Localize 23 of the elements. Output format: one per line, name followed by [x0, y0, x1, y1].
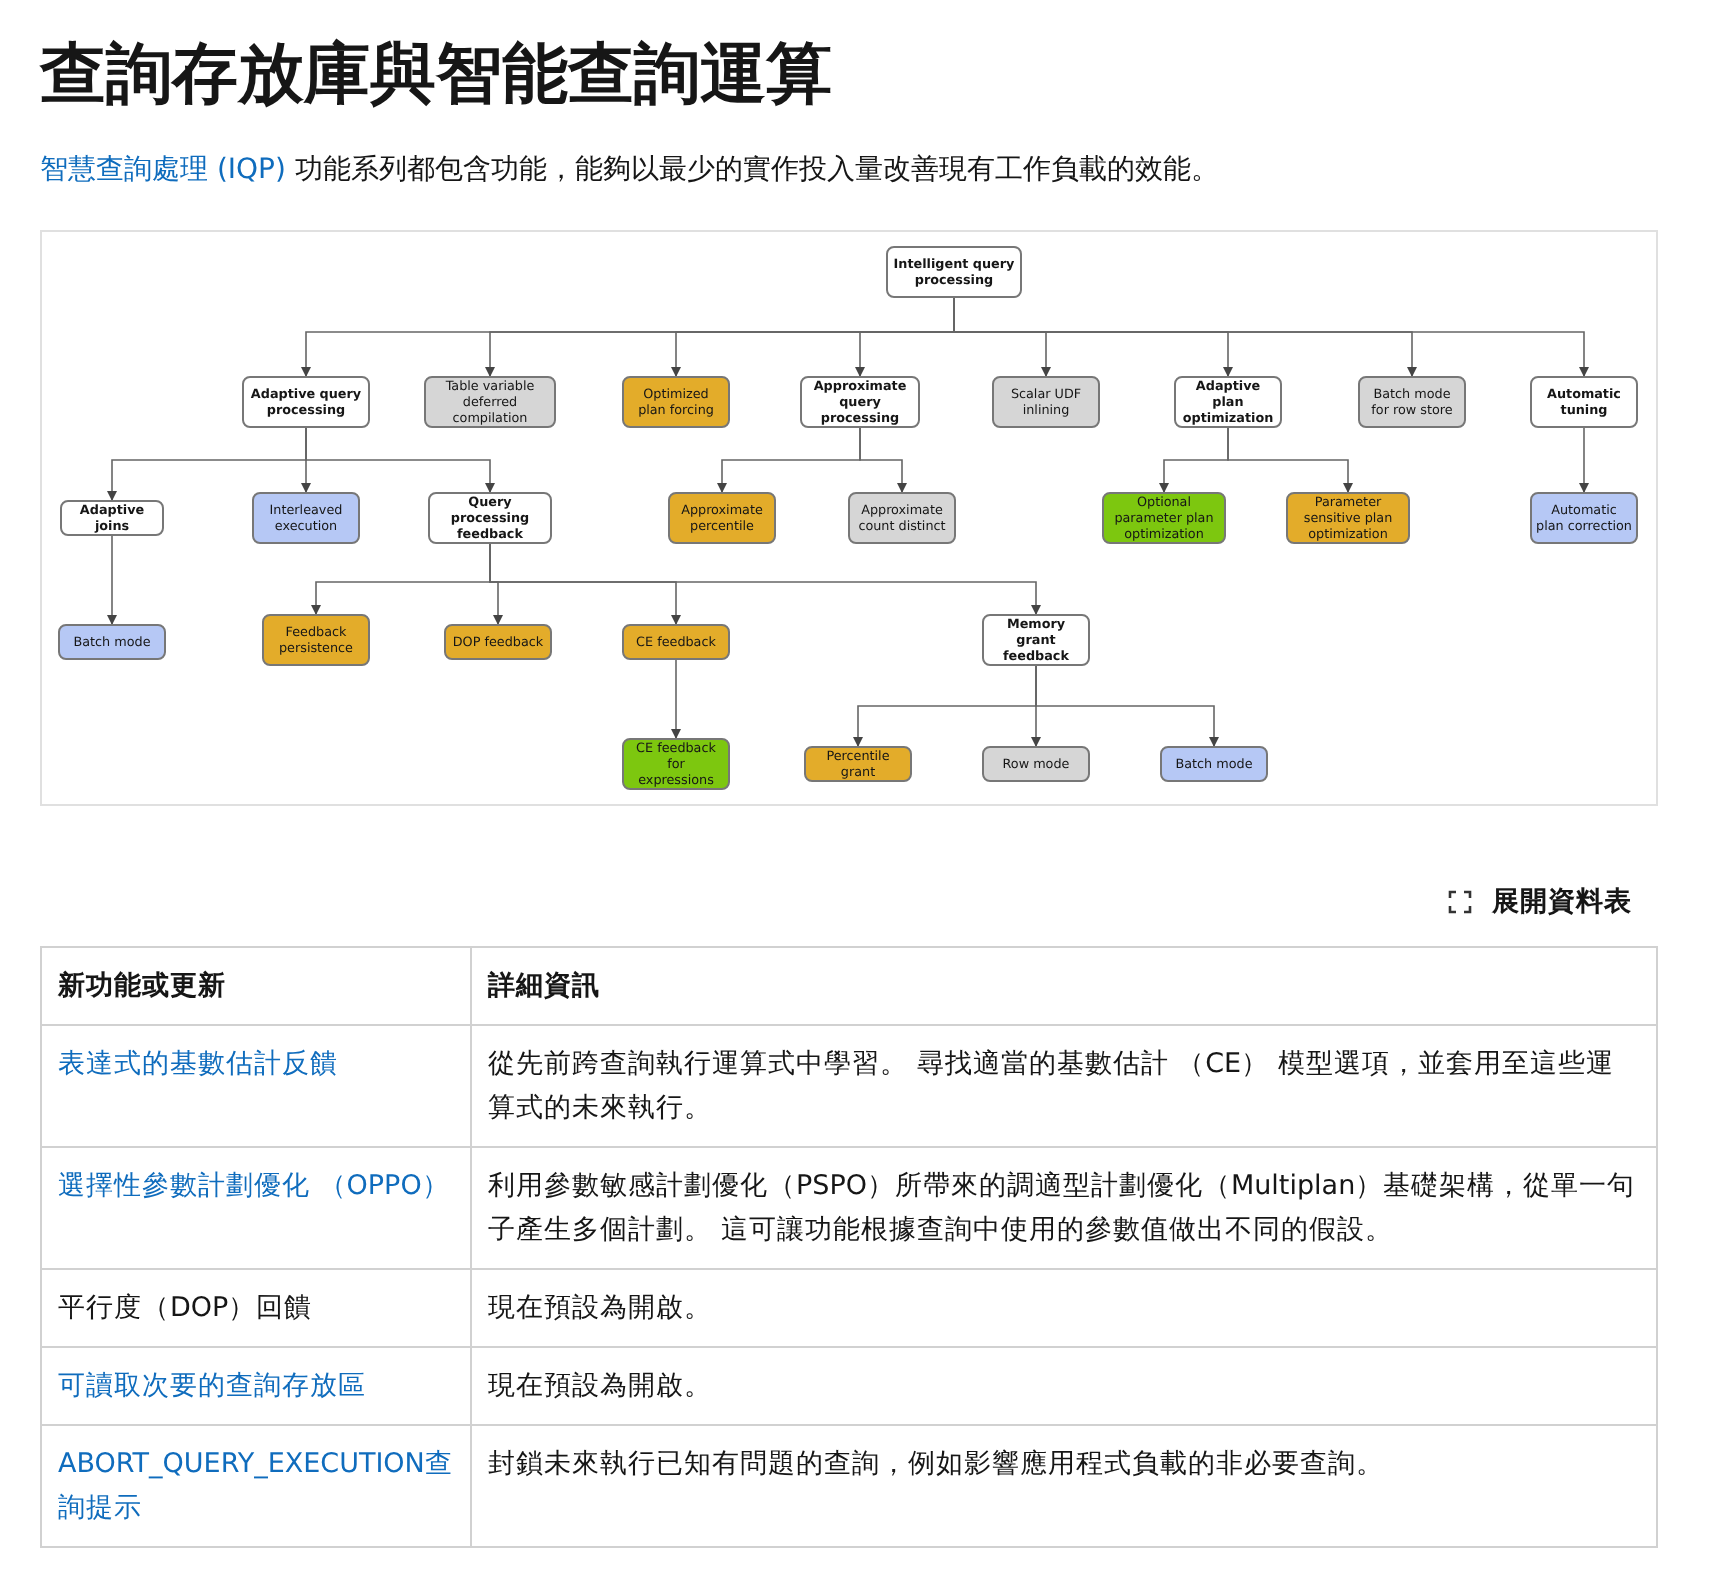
table-cell: 現在預設為開啟。 — [471, 1347, 1657, 1425]
table-cell: 現在預設為開啟。 — [471, 1269, 1657, 1347]
text-link: 智慧查詢處理 (IQP) — [40, 154, 286, 186]
link-cell: ABORT_QUERY_EXECUTION查詢提示 — [41, 1425, 471, 1547]
connector-arrow — [1227, 427, 1353, 493]
table-cell: 從先前跨查詢執行運算式中學習。 尋找適當的基數估計 （CE） 模型選項，並套用至這些運算式的未來執行。 — [471, 1025, 1657, 1147]
connector-arrow — [859, 427, 907, 493]
table-cell: 封鎖未來執行已知有問題的查詢，例如影響應用程式負載的非必要查詢。 — [471, 1425, 1657, 1547]
connector-arrow — [107, 535, 117, 625]
connector-arrow — [1579, 427, 1589, 493]
link-cell: 可讀取次要的查詢存放區 — [41, 1347, 471, 1425]
connector-arrow — [671, 659, 681, 739]
link-cell: 表達式的基數估計反饋 — [41, 1025, 471, 1147]
table-cell: 利用參數敏感計劃優化（PSPO）所帶來的調適型計劃優化（Multiplan）基礎架構，從單一句子產生多個計劃。 這可讓功能根據查詢中使用的參數值做出不同的假設。 — [471, 1147, 1657, 1269]
header-cell: 詳細資訊 — [471, 947, 1657, 1025]
header-cell: 新功能或更新 — [41, 947, 471, 1025]
connector-arrow — [1035, 665, 1219, 747]
expand-table-button: 展開資料表 — [1440, 880, 1640, 924]
link-cell: 選擇性參數計劃優化 （OPPO） — [41, 1147, 471, 1269]
page-title: 查詢存放庫與智能查詢運算 — [40, 32, 832, 116]
intro-paragraph: 智慧查詢處理 (IQP) 功能系列都包含功能，能夠以最少的實作投入量改善現有工作負載的效能。 — [40, 152, 1219, 190]
table-cell: 平行度（DOP）回饋 — [41, 1269, 471, 1347]
connector-arrow — [305, 427, 495, 493]
